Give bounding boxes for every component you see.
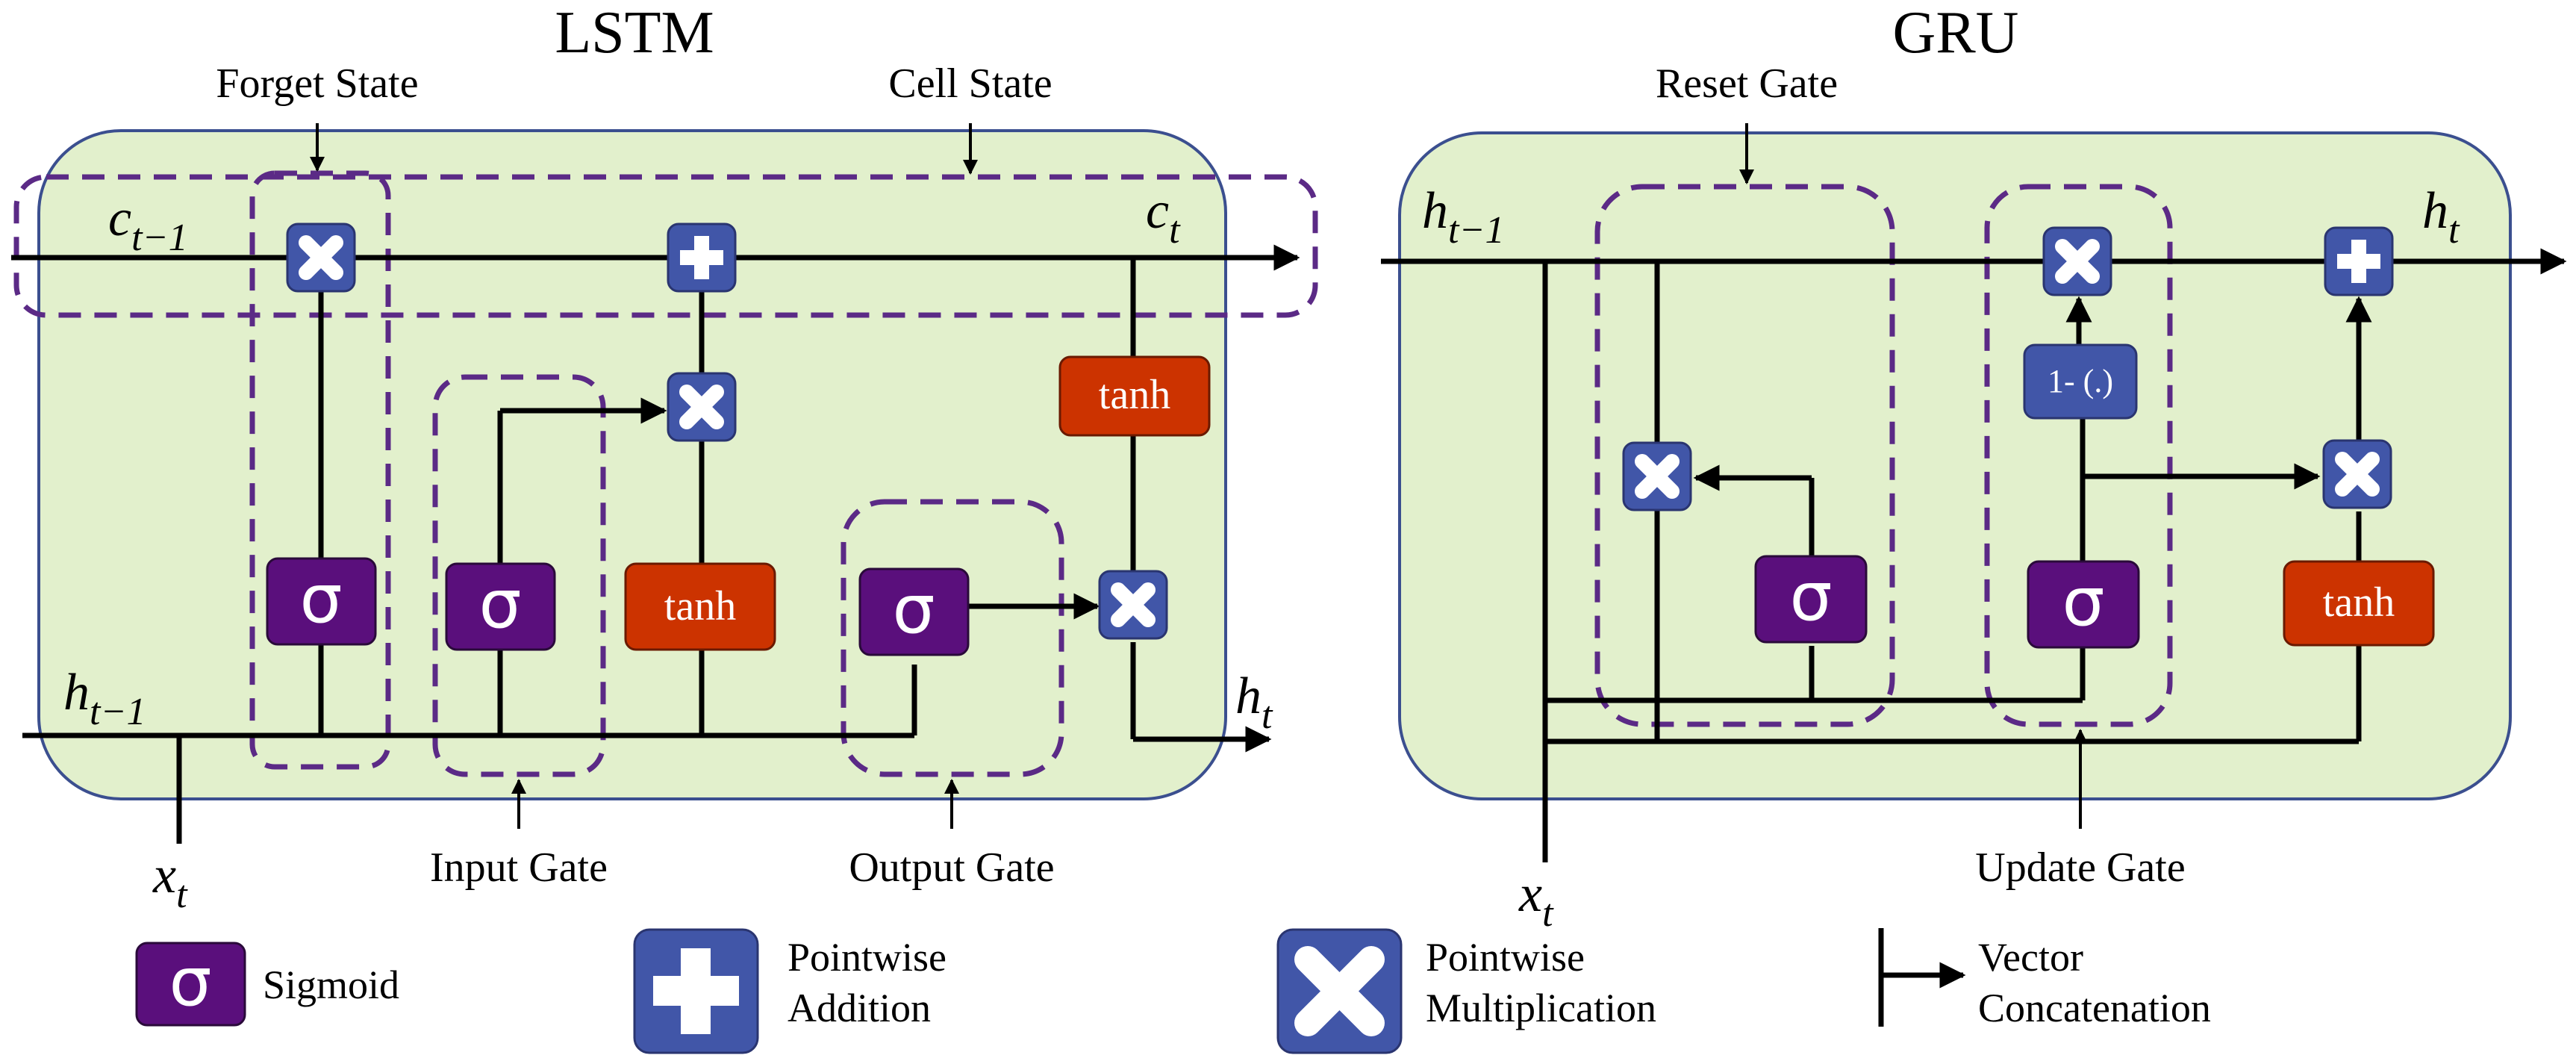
h-prev-var: ht−1 xyxy=(63,664,146,733)
svg-text:tanh: tanh xyxy=(2323,579,2395,626)
output-gate-region xyxy=(841,499,1064,777)
reset-gate-label: Reset Gate xyxy=(1656,60,1838,107)
cell-state-region xyxy=(13,174,1318,318)
gru-title: GRU xyxy=(1893,0,2019,66)
output-add-op xyxy=(2324,226,2394,296)
gru-label-arrows xyxy=(1739,123,2088,829)
update-mul-op xyxy=(2042,226,2112,296)
forget-sigma-layer: σ xyxy=(266,557,377,646)
svg-text:σ: σ xyxy=(169,943,211,1021)
svg-text:σ: σ xyxy=(299,560,342,638)
multiply-icon xyxy=(1635,454,1680,499)
gru-panel: GRU xyxy=(1381,0,2567,935)
legend-concat-line1: Vector xyxy=(1978,935,2083,980)
svg-text:1- (.): 1- (.) xyxy=(2048,363,2113,399)
input-sigma-layer: σ xyxy=(445,562,556,651)
svg-text:σ: σ xyxy=(1789,558,1832,636)
update-gate-label: Update Gate xyxy=(1975,844,2185,891)
forget-mul-op xyxy=(286,223,356,293)
output-sigma-layer: σ xyxy=(858,567,970,656)
one-minus-op: 1- (.) xyxy=(2023,343,2138,420)
legend-addition: Pointwise Addition xyxy=(633,928,946,1054)
input-mul-op xyxy=(667,372,737,442)
legend-concat-line2: Concatenation xyxy=(1978,986,2211,1030)
legend-add-line2: Addition xyxy=(788,986,931,1030)
candidate-tanh-layer: tanh xyxy=(624,562,776,651)
x-var: xt xyxy=(152,847,188,916)
multiply-icon xyxy=(1294,946,1385,1036)
svg-text:σ: σ xyxy=(2062,563,2104,641)
multiply-icon xyxy=(2055,239,2100,284)
plus-icon xyxy=(680,236,723,279)
svg-text:tanh: tanh xyxy=(1099,372,1170,418)
reset-gate-region xyxy=(1594,184,1895,727)
forget-gate-region xyxy=(249,170,391,770)
output-gate-label: Output Gate xyxy=(849,844,1054,891)
update-gate-region xyxy=(1984,184,2173,727)
plus-icon xyxy=(2337,240,2380,283)
multiply-icon xyxy=(2335,452,2380,497)
input-gate-label: Input Gate xyxy=(430,844,608,891)
svg-text:σ: σ xyxy=(478,565,521,644)
concat-icon xyxy=(1878,928,1966,1027)
x-var: xt xyxy=(1518,865,1554,935)
legend-add-line1: Pointwise xyxy=(788,935,946,980)
lstm-title: LSTM xyxy=(555,0,714,66)
legend-multiplication: Pointwise Multiplication xyxy=(1276,928,1656,1054)
legend-sigmoid: σ Sigmoid xyxy=(135,942,399,1027)
candidate-mul-op xyxy=(2322,439,2392,509)
h-prev-var: ht−1 xyxy=(1422,182,1505,252)
sigmoid-swatch xyxy=(135,942,246,1027)
gru-connections xyxy=(1381,248,2567,862)
output-mul-op xyxy=(1098,570,1168,640)
legend-sigmoid-label: Sigmoid xyxy=(263,962,399,1007)
legend-mul-line1: Pointwise xyxy=(1426,935,1585,980)
legend-concatenation: Vector Concatenation xyxy=(1878,928,2211,1030)
lstm-cell-box xyxy=(37,129,1227,800)
lstm-label-arrows xyxy=(310,123,978,829)
legend: σ Sigmoid Pointwise Addition Pointwise M… xyxy=(135,928,2211,1054)
cell-state-label: Cell State xyxy=(888,60,1052,107)
c-next-var: ct xyxy=(1146,182,1181,252)
c-prev-var: ct−1 xyxy=(108,190,188,259)
lstm-panel: LSTM xyxy=(11,0,1318,916)
candidate-tanh-layer: tanh xyxy=(2283,560,2435,647)
cell-add-op xyxy=(667,223,737,293)
reset-mul-op xyxy=(1622,441,1692,511)
plus-icon xyxy=(653,948,739,1034)
h-next-var: ht xyxy=(1235,668,1273,737)
gru-cell-box xyxy=(1398,131,2512,800)
h-next-var: ht xyxy=(2422,182,2460,252)
reset-sigma-layer: σ xyxy=(1754,555,1868,644)
cell-tanh-layer: tanh xyxy=(1058,355,1211,437)
legend-mul-line2: Multiplication xyxy=(1426,986,1656,1030)
input-gate-region xyxy=(432,374,606,777)
multiply-icon xyxy=(1111,582,1156,627)
svg-text:tanh: tanh xyxy=(664,583,736,629)
svg-text:σ: σ xyxy=(892,570,935,649)
multiply-icon xyxy=(679,385,724,429)
multiply-icon xyxy=(299,235,343,280)
update-sigma-layer: σ xyxy=(2027,560,2140,649)
forget-state-label: Forget State xyxy=(216,60,418,107)
